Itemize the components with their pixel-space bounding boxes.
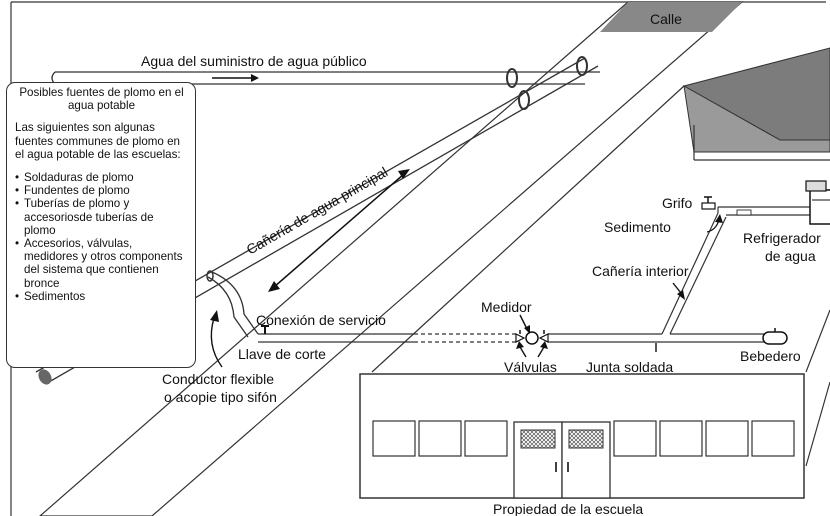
lead-source-item: Accesorios, válvulas, medidores y otros … [15, 237, 188, 290]
flex-label-line2: o acopie tipo sifón [164, 389, 277, 405]
meter-label: Medidor [481, 299, 532, 315]
sediment-arrow [706, 214, 723, 233]
cooler-label-line1: Refrigerador [743, 230, 821, 246]
meter-icon [515, 330, 549, 345]
lead-sources-intro: Las siguientes son algunas fuentes commu… [15, 121, 181, 161]
meter-arrow [519, 314, 530, 334]
lead-sources-box: Posibles fuentes de plomo en el agua pot… [6, 82, 196, 368]
school-roof [682, 47, 830, 161]
lead-sources-list: Soldaduras de plomo Fundentes de plomo T… [15, 171, 188, 303]
solder-joint-label: Junta soldada [586, 359, 673, 375]
faucet-icon [701, 196, 752, 216]
faucet-label: Grifo [662, 195, 693, 211]
public-supply-label: Agua del suministro de agua público [141, 53, 367, 69]
lead-source-item: Fundentes de plomo [15, 184, 188, 197]
shutoff-key-label: Llave de corte [238, 346, 326, 362]
property-lines [371, 85, 830, 467]
interior-pipe-label: Cañería interior [592, 263, 689, 279]
fountain-label: Bebedero [740, 348, 801, 364]
school-doors [513, 421, 611, 499]
street: Calle [39, 1, 744, 516]
service-connection-label: Conexión de servicio [256, 312, 386, 328]
street-label: Calle [650, 11, 682, 27]
main-double-arrow [268, 169, 410, 292]
flex-arrow [210, 310, 223, 368]
interior-pipe-arrow [672, 282, 685, 300]
school-property-label: Propiedad de la escuela [493, 501, 643, 516]
sediment-label: Sedimento [604, 219, 671, 235]
valve-arrows [516, 341, 548, 358]
flexible-connector [206, 270, 259, 338]
flex-label-line1: Conductor flexible [162, 371, 274, 387]
lead-sources-title: Posibles fuentes de plomo en el agua pot… [19, 86, 184, 113]
service-line [258, 333, 765, 343]
cooler-label-line2: de agua [765, 248, 816, 264]
water-cooler-icon [805, 180, 830, 225]
valves-label: Válvulas [504, 359, 557, 375]
lead-source-item: Tuberías de plomo y accesoriosde tubería… [15, 197, 188, 237]
shutoff-valve-icon [261, 325, 269, 334]
supply-arrow [212, 74, 259, 82]
fountain-icon [762, 328, 788, 345]
lead-source-item: Sedimentos [15, 290, 188, 303]
lead-source-item: Soldaduras de plomo [15, 171, 188, 184]
